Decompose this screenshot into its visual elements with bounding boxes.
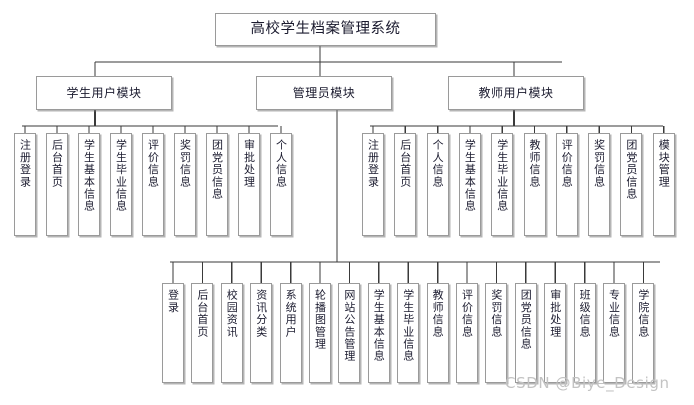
- node-admin-leaf-11[interactable]: 评价信息: [456, 283, 478, 383]
- node-admin-leaf-16[interactable]: 专业信息: [603, 283, 625, 383]
- node-teacher-leaf-7-label: 评价信息: [560, 139, 574, 188]
- node-student-leaf-3[interactable]: 学生基本信息: [78, 133, 100, 236]
- node-root[interactable]: 高校学生档案管理系统: [215, 13, 436, 46]
- node-teacher-leaf-5-label: 学生毕业信息: [495, 139, 509, 213]
- node-admin-leaf-12-label: 奖罚信息: [489, 289, 503, 338]
- node-admin-leaf-6-label: 轮播图管理: [313, 289, 327, 350]
- node-student-leaf-7[interactable]: 团党员信息: [206, 133, 228, 236]
- node-admin-leaf-7[interactable]: 网站公告管理: [338, 283, 361, 383]
- node-student-leaf-7-label: 团党员信息: [210, 139, 224, 200]
- node-root-label: 高校学生档案管理系统: [250, 20, 401, 37]
- node-admin-leaf-10[interactable]: 教师信息: [426, 283, 449, 383]
- node-admin-leaf-5[interactable]: 系统用户: [279, 283, 302, 383]
- node-teacher-leaf-4[interactable]: 学生基本信息: [458, 133, 481, 236]
- node-admin-leaf-1-label: 登录: [166, 289, 180, 314]
- node-admin-leaf-13-label: 团党员信息: [519, 289, 533, 350]
- node-module-student-label: 学生用户模块: [66, 85, 142, 100]
- node-student-leaf-1[interactable]: 注册登录: [14, 133, 36, 236]
- node-admin-leaf-9-label: 学生毕业信息: [401, 289, 415, 363]
- node-admin-leaf-2-label: 后台首页: [195, 289, 209, 338]
- node-admin-leaf-2[interactable]: 后台首页: [191, 283, 214, 383]
- node-module-admin[interactable]: 管理员模块: [256, 76, 392, 110]
- node-admin-leaf-3[interactable]: 校园资讯: [220, 283, 243, 383]
- node-admin-leaf-8-label: 学生基本信息: [372, 289, 386, 363]
- node-student-leaf-4-label: 学生毕业信息: [114, 139, 128, 213]
- node-teacher-leaf-2[interactable]: 后台首页: [394, 133, 417, 236]
- node-student-leaf-5-label: 评价信息: [146, 139, 160, 188]
- node-module-student[interactable]: 学生用户模块: [36, 76, 172, 110]
- node-teacher-leaf-3-label: 个人信息: [431, 139, 445, 188]
- node-admin-leaf-6[interactable]: 轮播图管理: [309, 283, 331, 383]
- node-student-leaf-2[interactable]: 后台首页: [46, 133, 68, 236]
- node-admin-leaf-7-label: 网站公告管理: [342, 289, 356, 363]
- node-admin-leaf-8[interactable]: 学生基本信息: [367, 283, 390, 383]
- node-student-leaf-4[interactable]: 学生毕业信息: [110, 133, 132, 236]
- node-admin-leaf-17[interactable]: 学院信息: [632, 283, 655, 383]
- node-admin-leaf-14-label: 审批处理: [548, 289, 562, 338]
- node-admin-leaf-15-label: 班级信息: [578, 289, 592, 338]
- node-teacher-leaf-9[interactable]: 团党员信息: [620, 133, 643, 236]
- node-teacher-leaf-1-label: 注册登录: [366, 139, 380, 188]
- node-teacher-leaf-3[interactable]: 个人信息: [426, 133, 449, 236]
- node-module-teacher[interactable]: 教师用户模块: [448, 76, 584, 110]
- node-admin-leaf-13[interactable]: 团党员信息: [514, 283, 537, 383]
- node-module-teacher-label: 教师用户模块: [478, 85, 554, 100]
- node-teacher-leaf-1[interactable]: 注册登录: [362, 133, 384, 236]
- node-student-leaf-3-label: 学生基本信息: [82, 139, 96, 213]
- node-admin-leaf-14[interactable]: 审批处理: [544, 283, 567, 383]
- node-teacher-leaf-7[interactable]: 评价信息: [555, 133, 578, 236]
- node-student-leaf-6[interactable]: 奖罚信息: [174, 133, 196, 236]
- node-teacher-leaf-10-label: 模块管理: [657, 139, 671, 188]
- node-module-admin-label: 管理员模块: [292, 85, 356, 100]
- node-student-leaf-5[interactable]: 评价信息: [142, 133, 164, 236]
- node-admin-leaf-10-label: 教师信息: [431, 289, 445, 338]
- node-admin-leaf-12[interactable]: 奖罚信息: [485, 283, 508, 383]
- node-teacher-leaf-2-label: 后台首页: [398, 139, 412, 188]
- node-admin-leaf-11-label: 评价信息: [460, 289, 474, 338]
- node-student-leaf-1-label: 注册登录: [18, 139, 32, 188]
- node-teacher-leaf-4-label: 学生基本信息: [463, 139, 477, 213]
- node-student-leaf-8[interactable]: 审批处理: [238, 133, 260, 236]
- node-admin-leaf-1[interactable]: 登录: [162, 283, 184, 383]
- node-teacher-leaf-5[interactable]: 学生毕业信息: [491, 133, 514, 236]
- node-student-leaf-9[interactable]: 个人信息: [270, 133, 292, 236]
- node-admin-leaf-4[interactable]: 资讯分类: [250, 283, 273, 383]
- node-teacher-leaf-10[interactable]: 模块管理: [652, 133, 675, 236]
- node-admin-leaf-9[interactable]: 学生毕业信息: [397, 283, 420, 383]
- node-admin-leaf-15[interactable]: 班级信息: [573, 283, 596, 383]
- node-admin-leaf-3-label: 校园资讯: [225, 289, 239, 338]
- node-admin-leaf-5-label: 系统用户: [284, 289, 298, 338]
- node-teacher-leaf-6[interactable]: 教师信息: [523, 133, 546, 236]
- node-teacher-leaf-9-label: 团党员信息: [624, 139, 638, 200]
- node-admin-leaf-17-label: 学院信息: [636, 289, 650, 338]
- watermark: CSDN @Biye_Design: [505, 374, 670, 392]
- node-teacher-leaf-8[interactable]: 奖罚信息: [588, 133, 611, 236]
- node-teacher-leaf-8-label: 奖罚信息: [592, 139, 606, 188]
- node-teacher-leaf-6-label: 教师信息: [528, 139, 541, 188]
- node-student-leaf-6-label: 奖罚信息: [178, 139, 192, 188]
- node-student-leaf-8-label: 审批处理: [242, 139, 256, 188]
- node-student-leaf-9-label: 个人信息: [274, 139, 288, 188]
- node-admin-leaf-4-label: 资讯分类: [254, 289, 268, 338]
- node-student-leaf-2-label: 后台首页: [50, 139, 64, 188]
- node-admin-leaf-16-label: 专业信息: [607, 289, 621, 338]
